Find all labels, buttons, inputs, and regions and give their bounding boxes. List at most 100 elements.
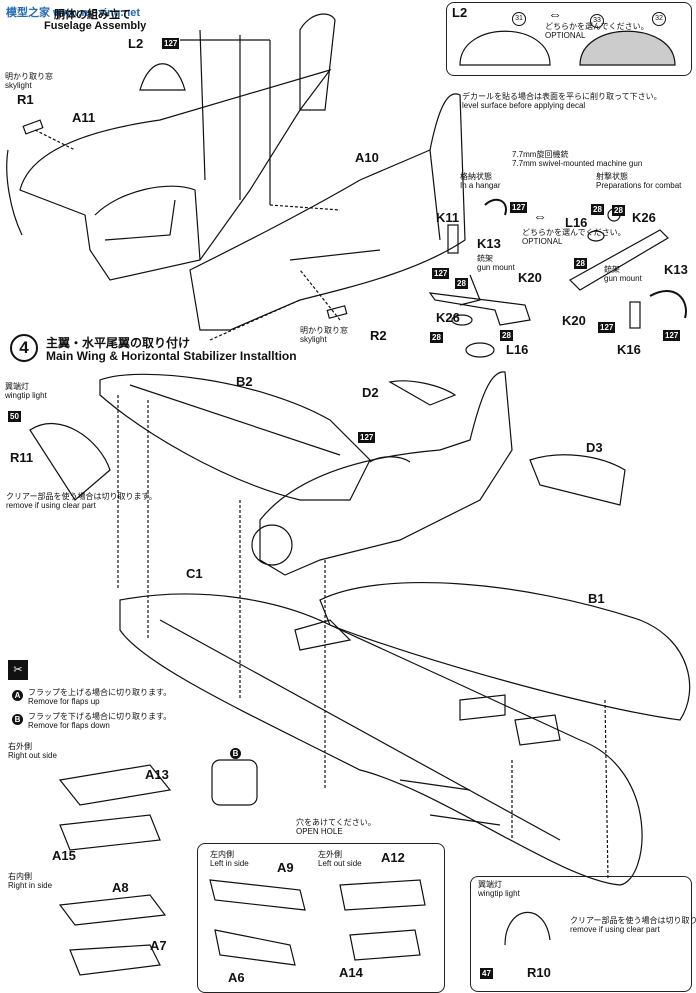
left-out-jp: 左外側 xyxy=(318,850,342,859)
right-wing-upper xyxy=(319,582,691,721)
part-K11: K11 xyxy=(436,210,460,225)
flapB-en: Remove for flaps down xyxy=(28,721,110,730)
skylight-en: skylight xyxy=(5,81,32,90)
flapA-jp: フラップを上げる場合に切り取ります。 xyxy=(28,688,172,697)
choose-note-2: どちらかを選んでください。OPTIONAL xyxy=(522,228,626,246)
optional-label: OPTIONAL xyxy=(545,31,586,40)
decal-box-part-L2: L2 xyxy=(452,5,468,20)
paint-50: 50 xyxy=(8,411,21,422)
gunmount-en-2: gun mount xyxy=(604,274,642,283)
wingtip-jp-2: 翼端灯 xyxy=(478,880,502,889)
paint-127-k16: 127 xyxy=(598,322,616,333)
paint-28-f: 28 xyxy=(574,258,587,269)
combat-jp: 射撃状態 xyxy=(596,172,628,181)
flap-A-marker: A xyxy=(12,690,23,701)
paint-127-k13: 127 xyxy=(432,268,450,279)
paint-127-k13b: 127 xyxy=(663,330,681,341)
part-A10: A10 xyxy=(355,150,379,165)
paint-127-badge: 127 xyxy=(162,38,180,49)
lower-wing xyxy=(119,593,643,886)
hole-note: 穴をあけてください。OPEN HOLE xyxy=(296,818,376,836)
hangar-en: In a hangar xyxy=(460,181,501,190)
part-A7: A7 xyxy=(150,938,167,953)
choose-note: どちらかを選んでください。OPTIONAL xyxy=(545,22,649,40)
part-A13: A13 xyxy=(145,767,169,782)
decal-31: 31 xyxy=(512,12,526,26)
part-L16: L16 xyxy=(506,342,529,357)
wingtip-jp: 翼端灯 xyxy=(5,382,29,391)
hangar-jp: 格納状態 xyxy=(460,172,492,181)
part-A15: A15 xyxy=(52,848,76,863)
skylight-jp-2: 明かり取り窓 xyxy=(300,326,348,335)
left-in-jp: 左内側 xyxy=(210,850,234,859)
clear-note: クリアー部品を使う場合は切り取ります。remove if using clear… xyxy=(6,492,157,510)
swap-arrows-icon: ⇔ xyxy=(548,6,562,22)
cut-knife-icon: ✂ xyxy=(8,660,28,680)
part-D3: D3 xyxy=(586,440,603,455)
wingtip-light-box xyxy=(470,876,692,992)
step4-title-en: Main Wing & Horizontal Stabilizer Instal… xyxy=(46,349,297,363)
step-4-number: 4 xyxy=(10,334,38,362)
skylight-jp: 明かり取り窓 xyxy=(5,72,53,81)
hole-en: OPEN HOLE xyxy=(296,827,343,836)
part-D2: D2 xyxy=(362,385,379,400)
upper-left-wing xyxy=(99,373,371,501)
hole-B-marker: B xyxy=(230,748,241,759)
right-in-en: Right in side xyxy=(8,881,53,890)
part-C1: C1 xyxy=(186,566,203,581)
part-R1: R1 xyxy=(17,92,34,107)
part-A12: A12 xyxy=(381,850,405,865)
paint-28-a: 28 xyxy=(455,278,468,289)
clear-jp: クリアー部品を使う場合は切り取ります。 xyxy=(6,492,157,501)
choose-jp: どちらかを選んでください。 xyxy=(545,22,649,31)
wingtip-en: wingtip light xyxy=(5,391,47,400)
flap-B-marker: B xyxy=(12,714,23,725)
part-L2: L2 xyxy=(128,36,144,51)
part-R2: R2 xyxy=(370,328,387,343)
flapA-note: フラップを上げる場合に切り取ります。Remove for flaps up xyxy=(28,688,171,706)
decal-en: level surface before applying decal xyxy=(462,101,586,110)
combat-en: Preparations for combat xyxy=(596,181,682,190)
skylight-en-2: skylight xyxy=(300,335,327,344)
decal-note: デカールを貼る場合は表面を平らに削り取って下さい。level surface b… xyxy=(462,92,662,110)
wingtip-en-2: wingtip light xyxy=(478,889,520,898)
part-A9: A9 xyxy=(277,860,294,875)
paint-127-step4: 127 xyxy=(358,432,376,443)
watermark: 模型之家 www.moxing.net xyxy=(6,7,141,19)
clear-en: remove if using clear part xyxy=(6,501,96,510)
paint-127-k11: 127 xyxy=(510,202,528,213)
part-R11: R11 xyxy=(10,450,34,465)
part-K16: K16 xyxy=(617,342,641,357)
part-A6: A6 xyxy=(228,970,245,985)
flapB-note: フラップを下げる場合に切り取ります。Remove for flaps down xyxy=(28,712,171,730)
part-R10: R10 xyxy=(527,965,551,980)
paint-28-d: 28 xyxy=(591,204,604,215)
decal-option-box xyxy=(446,2,692,76)
decal-jp: デカールを貼る場合は表面を平らに削り取って下さい。 xyxy=(462,92,662,101)
clear-jp-2: クリアー部品を使う場合は切り取ります。 xyxy=(570,916,696,925)
gunmount-jp-2: 銃架 xyxy=(604,265,620,274)
part-K20: K20 xyxy=(518,270,542,285)
mg-jp: 7.7mm旋回機銃 xyxy=(512,150,569,159)
clear-en-2: remove if using clear part xyxy=(570,925,660,934)
step3-title-jp: 胴体の組み立て xyxy=(54,9,131,21)
gunmount-en: gun mount xyxy=(477,263,515,272)
part-K20-b: K20 xyxy=(562,313,586,328)
part-K13-b: K13 xyxy=(664,262,688,277)
right-in-jp: 右内側 xyxy=(8,872,32,881)
choose-jp-2: どちらかを選んでください。 xyxy=(522,228,626,237)
part-A11: A11 xyxy=(72,110,96,125)
mg-en: 7.7mm swivel-mounted machine gun xyxy=(512,159,643,168)
tail-fin xyxy=(299,13,336,111)
